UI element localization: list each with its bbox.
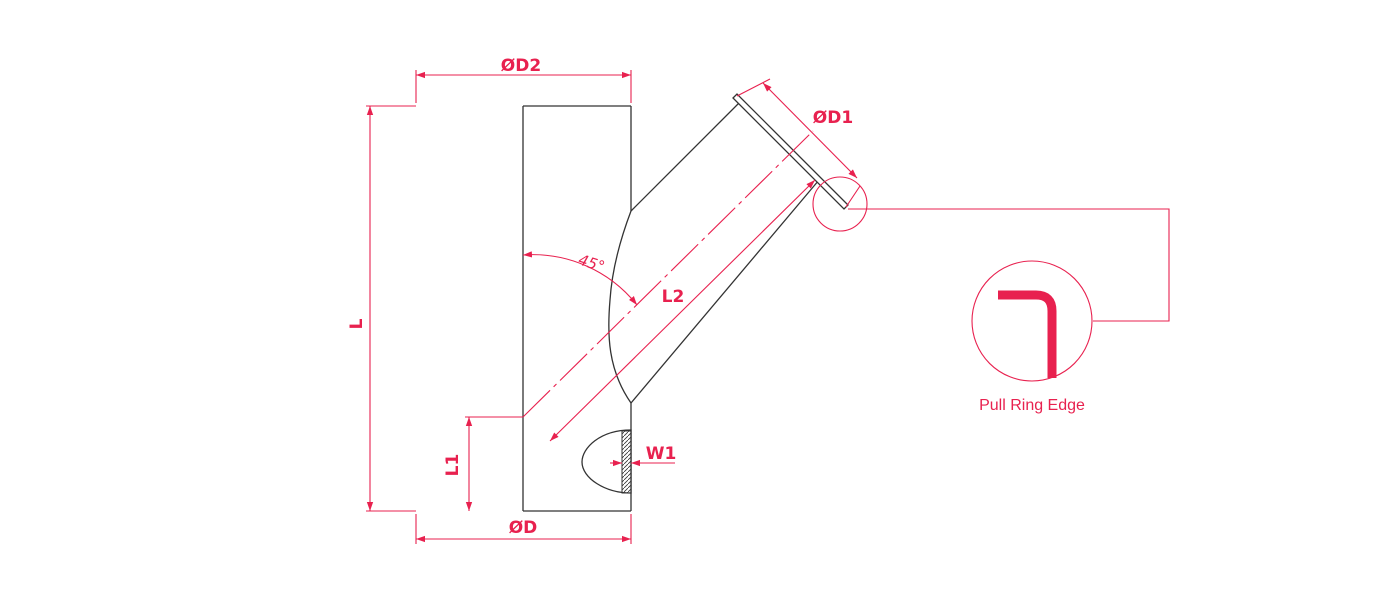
dimension-labels: ØD2 ØD ØD1 L2 W1 L L1 45° Pull Ring Edge — [347, 56, 1085, 538]
angle-arc — [522, 251, 638, 306]
l-label: L — [347, 318, 367, 329]
dimension-lines — [366, 70, 1170, 544]
l2-label: L2 — [662, 287, 685, 307]
intersection-curve — [608, 210, 632, 404]
detail-leader-line — [848, 208, 1170, 322]
detail-caption: Pull Ring Edge — [979, 397, 1085, 414]
w1-label: W1 — [646, 444, 677, 464]
weld-bead — [581, 429, 632, 494]
d1-label: ØD1 — [813, 108, 853, 128]
weld-hatch — [621, 430, 632, 494]
l1-label: L1 — [443, 454, 463, 477]
angle-label: 45° — [576, 251, 607, 276]
d-label: ØD — [509, 518, 538, 538]
d2-label: ØD2 — [501, 56, 541, 76]
detail-magnified-circle — [971, 260, 1093, 382]
detail-source-circle — [812, 176, 868, 232]
d1-extension-bottom — [845, 185, 861, 208]
d1-extension-top — [736, 78, 771, 97]
branch-upper-wall — [630, 100, 742, 212]
pull-ring-edge-symbol — [998, 290, 1057, 378]
d1-dimension-line — [762, 82, 858, 179]
branch-lower-wall — [630, 179, 820, 404]
l2-dimension-line — [549, 179, 816, 442]
